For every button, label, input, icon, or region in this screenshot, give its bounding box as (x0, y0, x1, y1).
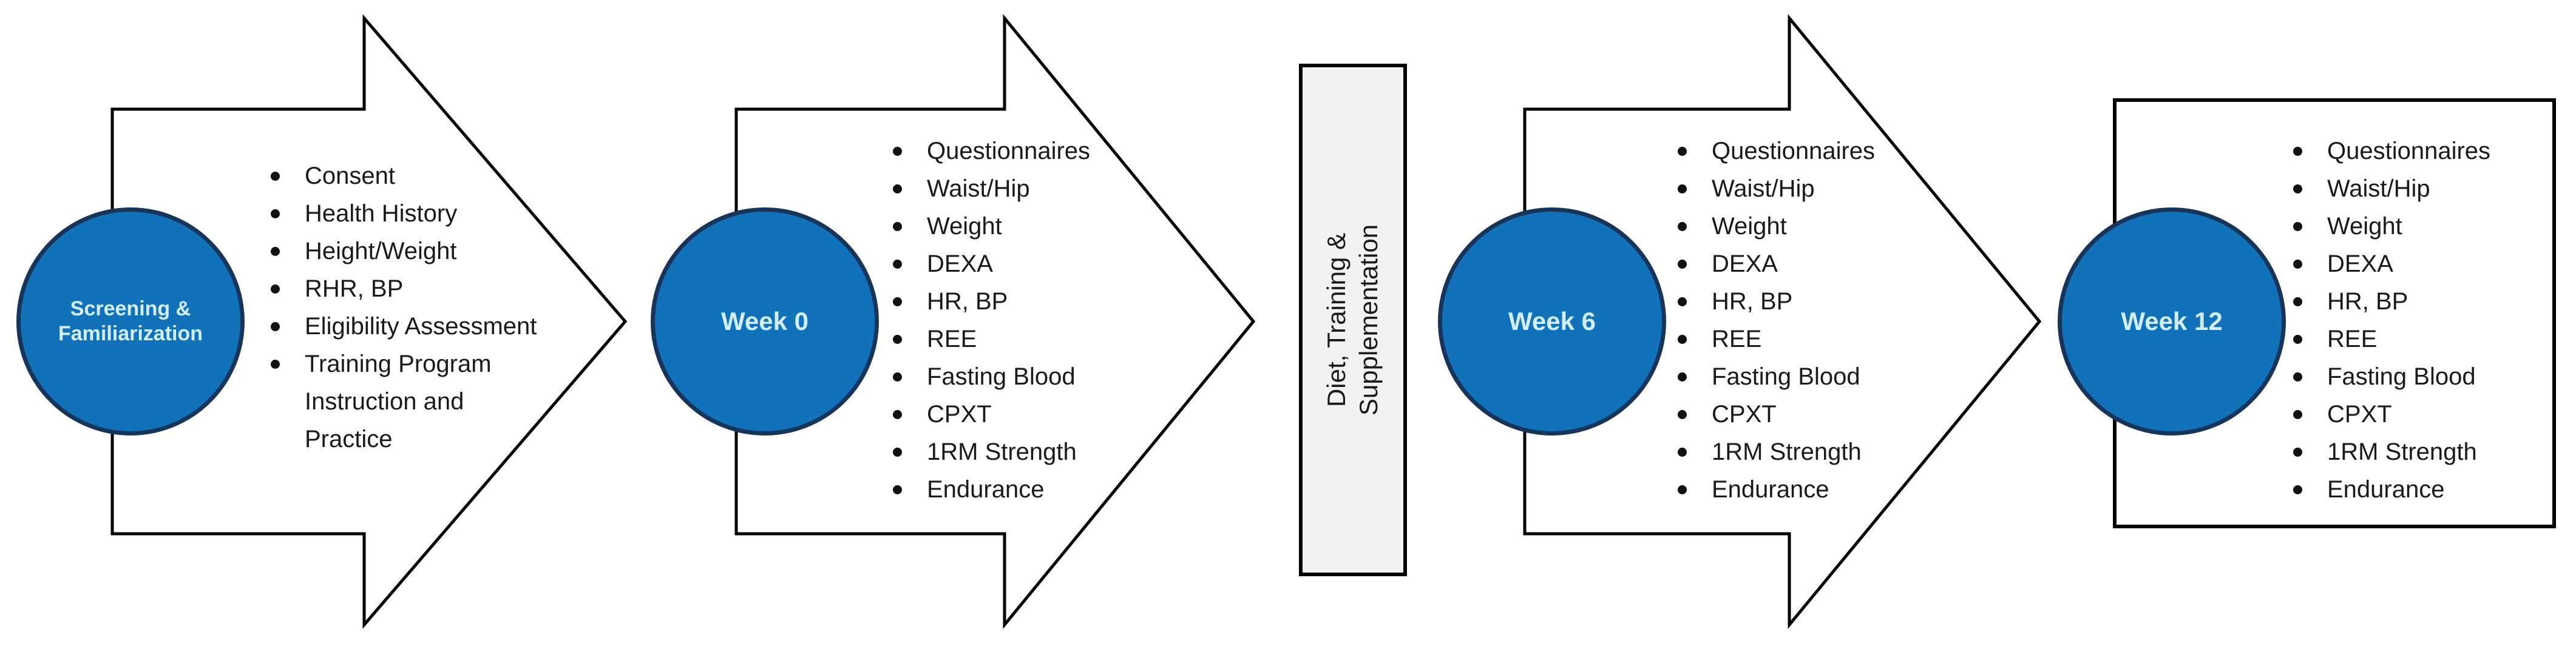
stage-circle-screening-label: Screening & Familiarization (58, 297, 203, 345)
list-item: REE (2290, 320, 2551, 358)
list-item: Questionnaires (1674, 132, 1953, 170)
stage-circle-week-0: Week 0 (651, 207, 879, 435)
list-item: Weight (1674, 207, 1953, 245)
list-item: CPXT (2290, 395, 2551, 433)
list-item: Health History (267, 195, 541, 232)
list-item: HR, BP (1674, 283, 1953, 320)
list-item: Fasting Blood (1674, 358, 1953, 395)
list-item: DEXA (2290, 245, 2551, 283)
week6-arrow-shape (1523, 14, 2042, 629)
list-item: HR, BP (889, 283, 1168, 320)
list-item: Consent (267, 157, 541, 195)
list-item: 1RM Strength (1674, 433, 1953, 471)
stage-circle-week-6-label: Week 6 (1508, 306, 1596, 335)
stage-circle-week-0-label: Week 0 (721, 306, 808, 335)
list-item: Eligibility Assessment (267, 308, 541, 345)
screening-arrow-shape (110, 14, 628, 629)
stage-circle-screening: Screening & Familiarization (16, 207, 245, 435)
list-item: Waist/Hip (1674, 170, 1953, 207)
stage-circle-week-6: Week 6 (1438, 207, 1666, 435)
list-item: Training Program Instruction and Practic… (267, 345, 541, 458)
intervention-bar-label: Diet, Training & Supplementation (1322, 224, 1383, 416)
intervention-bar: Diet, Training & Supplementation (1299, 64, 1407, 576)
list-item: Questionnaires (2290, 132, 2551, 170)
list-item: Endurance (1674, 471, 1953, 508)
list-item: Fasting Blood (2290, 358, 2551, 395)
week0-arrow-shape (734, 14, 1256, 629)
list-item: Waist/Hip (2290, 170, 2551, 207)
list-item: Weight (2290, 207, 2551, 245)
stage-circle-week-12: Week 12 (2058, 207, 2286, 435)
list-item: DEXA (889, 245, 1168, 283)
list-item: 1RM Strength (2290, 433, 2551, 471)
list-item: RHR, BP (267, 270, 541, 308)
list-item: Waist/Hip (889, 170, 1168, 207)
list-item: Questionnaires (889, 132, 1168, 170)
list-item: Endurance (889, 471, 1168, 508)
list-item: Endurance (2290, 471, 2551, 508)
list-item: DEXA (1674, 245, 1953, 283)
list-item: Fasting Blood (889, 358, 1168, 395)
list-item: HR, BP (2290, 283, 2551, 320)
list-item: CPXT (889, 395, 1168, 433)
list-item: CPXT (1674, 395, 1953, 433)
list-item: REE (889, 320, 1168, 358)
list-item: 1RM Strength (889, 433, 1168, 471)
list-item: Weight (889, 207, 1168, 245)
list-item: Height/Weight (267, 232, 541, 270)
list-item: REE (1674, 320, 1953, 358)
stage-circle-week-12-label: Week 12 (2121, 306, 2223, 335)
